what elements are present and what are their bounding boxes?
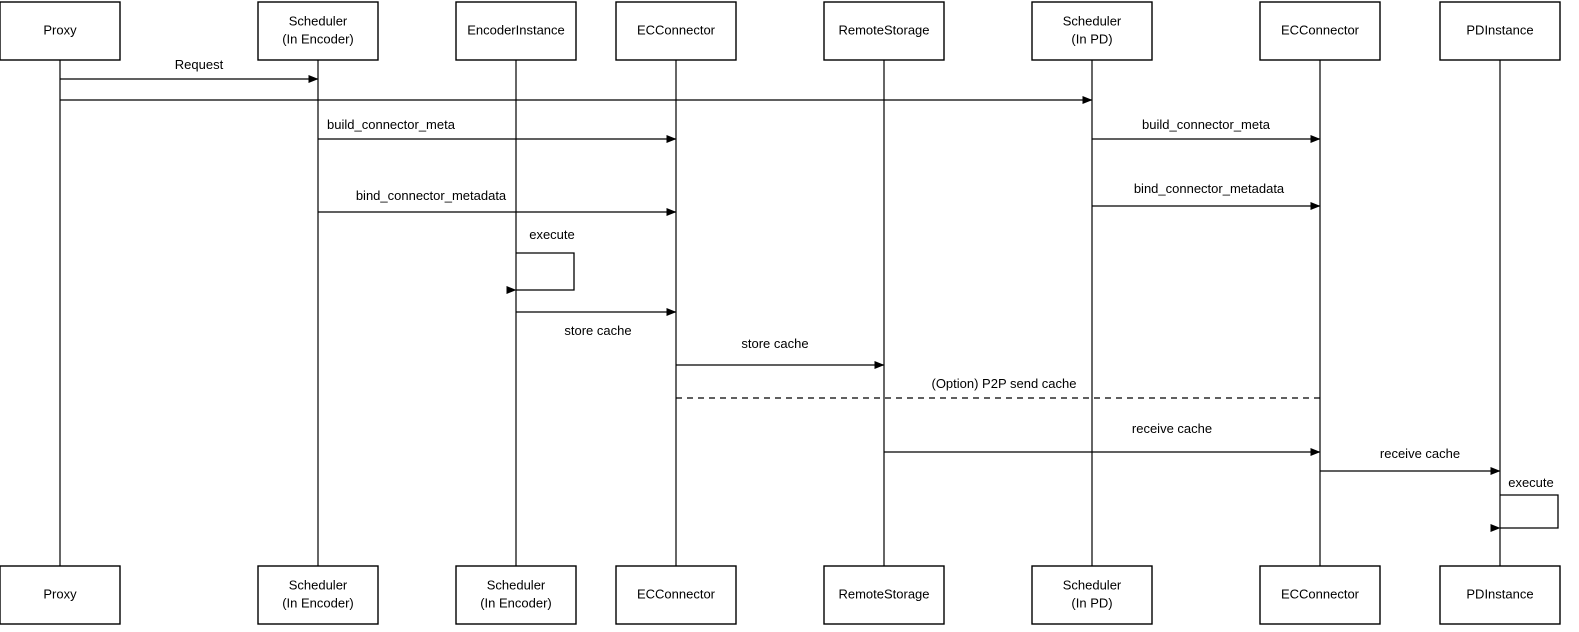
message-m3: build_connector_meta (318, 117, 677, 143)
bottom-participant-ecconn_enc[interactable]: ECConnector (615, 565, 737, 625)
message-label: bind_connector_metadata (1134, 181, 1285, 196)
top-participant-sched_enc[interactable]: Scheduler (In Encoder) (257, 1, 379, 61)
message-label: receive cache (1132, 421, 1212, 436)
self-messages-layer: execute execute (506, 227, 1559, 532)
participant-label-line1: Scheduler (289, 13, 348, 28)
participant-label: RemoteStorage (838, 586, 929, 601)
participant-label-line1: Scheduler (1063, 577, 1122, 592)
participant-label-line2: (In PD) (1071, 31, 1112, 46)
self-message-loop (1490, 494, 1559, 532)
bottom-participant-sched_pd[interactable]: Scheduler (In PD) (1031, 565, 1153, 625)
bottom-participant-sched_enc[interactable]: Scheduler (In Encoder) (257, 565, 379, 625)
participant-label-line2: (In PD) (1071, 595, 1112, 610)
message-m10: receive cache (884, 421, 1321, 456)
message-label: build_connector_meta (1142, 117, 1271, 132)
message-m4: build_connector_meta (1092, 117, 1321, 143)
bottom-participant-ecconn_pd[interactable]: ECConnector (1259, 565, 1381, 625)
message-m6: bind_connector_metadata (1092, 181, 1321, 210)
top-participant-ecconn_enc[interactable]: ECConnector (615, 1, 737, 61)
top-participant-sched_pd[interactable]: Scheduler (In PD) (1031, 1, 1153, 61)
bottom-participant-pd_inst[interactable]: PDInstance (1439, 565, 1561, 625)
message-m8: store cache (676, 336, 885, 369)
participant-label-line2: (In Encoder) (480, 595, 552, 610)
message-label: Request (175, 57, 224, 72)
participant-label: ECConnector (1281, 586, 1360, 601)
self-message-s1: execute (506, 227, 575, 294)
top-participant-encoder_inst[interactable]: EncoderInstance (455, 1, 577, 61)
message-label: store cache (741, 336, 808, 351)
participant-label-line2: (In Encoder) (282, 595, 354, 610)
self-message-s2: execute (1490, 475, 1559, 532)
message-m11: receive cache (1320, 446, 1501, 475)
participant-label: PDInstance (1466, 22, 1533, 37)
participant-label: RemoteStorage (838, 22, 929, 37)
top-participant-remote[interactable]: RemoteStorage (823, 1, 945, 61)
bottom-participant-proxy[interactable]: Proxy (0, 565, 121, 625)
participant-label: ECConnector (637, 586, 716, 601)
self-message-label: execute (1508, 475, 1554, 490)
message-m1: Request (60, 57, 319, 83)
message-label: bind_connector_metadata (356, 188, 507, 203)
participant-label: Proxy (43, 22, 77, 37)
message-label: build_connector_meta (327, 117, 456, 132)
participant-label: EncoderInstance (467, 22, 565, 37)
top-participant-ecconn_pd[interactable]: ECConnector (1259, 1, 1381, 61)
message-label: store cache (564, 323, 631, 338)
message-m7: store cache (516, 308, 677, 338)
message-m9: (Option) P2P send cache (676, 376, 1320, 399)
bottom-participant-boxes: Proxy Scheduler (In Encoder) Scheduler (In E… (0, 565, 1561, 625)
participant-label-line2: (In Encoder) (282, 31, 354, 46)
participant-label-line1: Scheduler (1063, 13, 1122, 28)
top-participant-pd_inst[interactable]: PDInstance (1439, 1, 1561, 61)
messages-layer: Request build_connector_meta build_connect… (60, 57, 1501, 475)
self-message-label: execute (529, 227, 575, 242)
participant-label-line1: Scheduler (289, 577, 348, 592)
participant-label: ECConnector (637, 22, 716, 37)
participant-label: PDInstance (1466, 586, 1533, 601)
participant-label: ECConnector (1281, 22, 1360, 37)
self-message-loop (506, 252, 575, 294)
message-m5: bind_connector_metadata (318, 188, 677, 216)
participant-label: Proxy (43, 586, 77, 601)
top-participant-boxes: Proxy Scheduler (In Encoder) EncoderInstanc… (0, 1, 1561, 61)
bottom-participant-encoder_inst[interactable]: Scheduler (In Encoder) (455, 565, 577, 625)
message-label: receive cache (1380, 446, 1460, 461)
top-participant-proxy[interactable]: Proxy (0, 1, 121, 61)
message-label: (Option) P2P send cache (931, 376, 1076, 391)
participant-label-line1: Scheduler (487, 577, 546, 592)
bottom-participant-remote[interactable]: RemoteStorage (823, 565, 945, 625)
lifelines-layer (59, 60, 1501, 566)
